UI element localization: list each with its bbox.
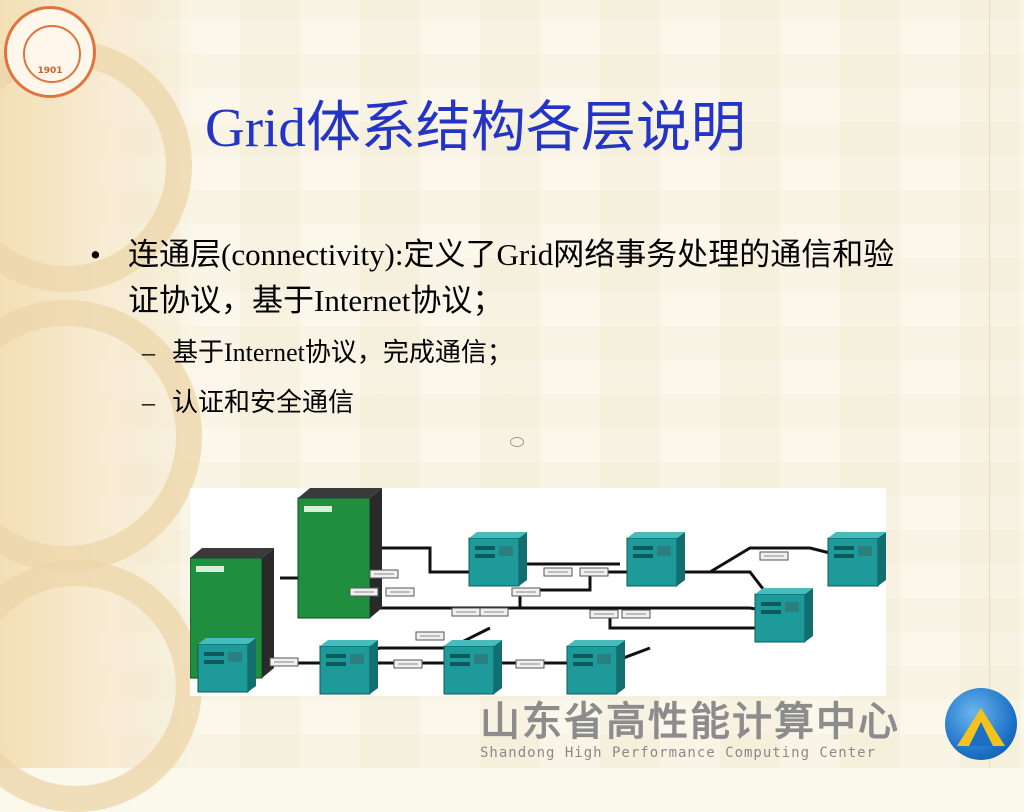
logo-emblem-icon: [23, 25, 81, 83]
network-switch-icon: [369, 569, 399, 579]
workstation-icon: [754, 587, 814, 643]
network-diagram-svg: [190, 488, 886, 695]
network-switch-icon: [589, 609, 619, 619]
network-switch-icon: [451, 607, 481, 617]
network-switch-icon: [759, 551, 789, 561]
mainframe-server-icon: [297, 488, 383, 619]
sub-bullet-text: 认证和安全通信: [172, 388, 355, 417]
bullet-marker: •: [90, 237, 101, 272]
sub-bullet-1: –基于Internet协议，完成通信；: [142, 336, 513, 370]
network-switch-icon: [621, 609, 651, 619]
network-switch-icon: [543, 567, 573, 577]
sub-bullet-2: –认证和安全通信: [142, 386, 354, 420]
workstation-icon: [468, 531, 528, 587]
workstation-icon: [566, 639, 626, 695]
decorative-mark: [510, 437, 524, 447]
sub-bullet-marker: –: [142, 388, 155, 417]
center-name-cn: 山东省高性能计算中心: [480, 699, 900, 745]
main-bullet-text: 连通层(connectivity):定义了Grid网络事务处理的通信和验证协议，…: [128, 237, 895, 318]
network-switch-icon: [579, 567, 609, 577]
network-switch-icon: [269, 657, 299, 667]
network-switch-icon: [515, 659, 545, 669]
workstation-icon: [626, 531, 686, 587]
decorative-right-line: [989, 0, 990, 768]
workstation-icon: [827, 531, 886, 587]
footer-branding: 山东省高性能计算中心 Shandong High Performance Com…: [480, 700, 950, 762]
network-diagram: [190, 488, 886, 696]
sub-bullet-text: 基于Internet协议，完成通信；: [172, 338, 513, 367]
workstation-icon: [443, 639, 503, 695]
center-name-en: Shandong High Performance Computing Cent…: [480, 745, 877, 761]
workstation-icon: [197, 637, 257, 693]
network-switch-icon: [511, 587, 541, 597]
network-switch-icon: [385, 587, 415, 597]
workstation-icon: [319, 639, 379, 695]
decorative-left-band: [0, 0, 205, 812]
sub-bullet-marker: –: [142, 338, 155, 367]
network-switch-icon: [415, 631, 445, 641]
hpc-center-logo-icon: [945, 688, 1017, 760]
logo-year: 1901: [37, 66, 63, 76]
network-switch-icon: [349, 587, 379, 597]
network-switch-icon: [393, 659, 423, 669]
university-logo: 1901: [4, 6, 96, 98]
network-switch-icon: [479, 607, 509, 617]
slide-title: Grid体系结构各层说明: [205, 97, 746, 158]
